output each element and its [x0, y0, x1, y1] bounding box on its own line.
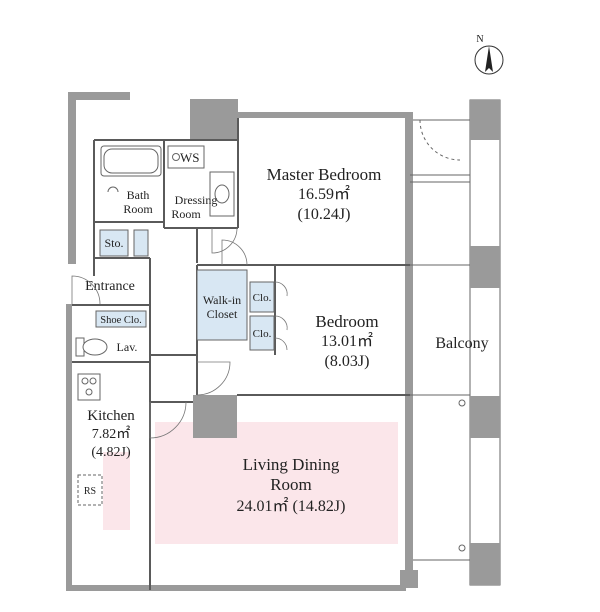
ws-box	[167, 145, 205, 169]
storage-label: Sto.	[104, 236, 123, 250]
dressing-label-2: Room	[171, 207, 201, 221]
rs-label: RS	[84, 486, 96, 497]
kitchen-label: Kitchen	[87, 408, 135, 424]
rs-box	[77, 474, 103, 506]
closet-bottom	[249, 315, 275, 351]
kitchen-tatami: (4.82J)	[91, 445, 131, 460]
stove	[77, 373, 101, 401]
master-bedroom-area: 16.59㎡	[298, 185, 350, 203]
balcony-structure	[458, 99, 501, 586]
compass-icon	[474, 45, 504, 75]
walk-in-door-swing	[221, 239, 248, 266]
shoe-closet-label: Shoe Clo.	[100, 315, 141, 326]
sink-icon	[214, 184, 230, 204]
kitchen-highlight	[103, 452, 130, 530]
storage-closet-2	[133, 229, 149, 257]
kitchen-area: 7.82㎡	[92, 426, 131, 442]
walk-in-label-2: Closet	[207, 307, 238, 321]
balcony-label: Balcony	[435, 335, 488, 352]
master-bedroom-label: Master Bedroom	[267, 165, 382, 184]
bedroom-area: 13.01㎡	[321, 332, 373, 350]
walk-in-label-1: Walk-in	[203, 293, 241, 307]
facade-windows	[410, 119, 470, 561]
shoe-closet	[95, 310, 147, 328]
bathtub-inner	[103, 148, 159, 174]
bath-label-1: Bath	[127, 188, 150, 202]
bedroom-label: Bedroom	[315, 312, 378, 331]
bedroom-tatami: (8.03J)	[325, 353, 370, 370]
closet-top	[249, 281, 275, 313]
living-dining-label-2: Room	[270, 475, 312, 494]
closet-door-swing	[274, 281, 288, 351]
living-dining-area	[155, 422, 398, 544]
master-bedroom-tatami: (10.24J)	[298, 206, 351, 223]
dressing-label-1: Dressing	[175, 193, 218, 207]
walk-in-closet	[196, 269, 248, 341]
living-dining-label-1: Living Dining	[243, 455, 340, 474]
interior-walls	[72, 118, 410, 590]
master-bedroom-door-swing	[211, 227, 238, 254]
living-door-swing	[149, 401, 187, 439]
closet-top-label: Clo.	[253, 292, 272, 304]
storage-closet	[99, 229, 129, 257]
washer-icon	[172, 153, 180, 161]
lavatory-label: Lav.	[117, 340, 138, 354]
toilet-bowl	[82, 338, 108, 356]
compass-north-label: N	[476, 34, 483, 45]
entrance-door-swing	[71, 275, 101, 305]
bedroom-door-swing	[196, 361, 231, 396]
bath-label-2: Room	[123, 202, 153, 216]
entrance-label: Entrance	[85, 279, 135, 294]
exterior-walls	[66, 92, 418, 591]
shower-icon	[107, 186, 119, 193]
closet-bottom-label: Clo.	[253, 328, 272, 340]
vanity	[209, 171, 235, 217]
living-dining-area: 24.01㎡ (14.82J)	[237, 497, 346, 515]
ws-label: WS	[180, 150, 200, 165]
